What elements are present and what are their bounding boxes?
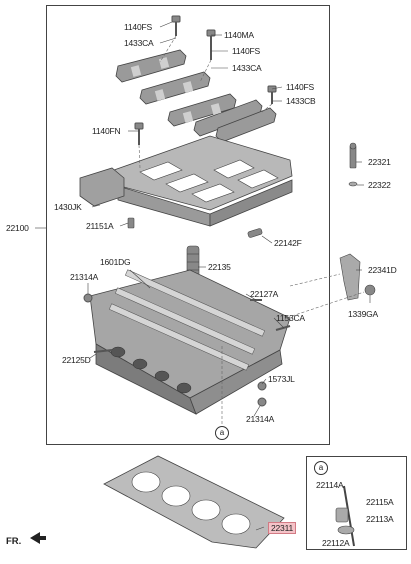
label-1601dg: 1601DG [100,257,131,267]
label-21314a-a: 21314A [70,272,99,282]
pin-22142f [247,228,263,238]
label-22114a: 22114A [316,480,344,490]
bracket-22341d [339,253,361,301]
bolt-1140ma [206,29,216,60]
plug-1339ga [364,284,376,296]
label-1140fs-b: 1140FS [232,46,260,56]
sensor-22321 [349,142,357,169]
bolt-1140fs-a [171,15,181,36]
bolt-21314a-b [257,397,267,407]
label-22322: 22322 [368,180,391,190]
label-22311-highlighted[interactable]: 22311 [268,522,297,534]
cam-cap-shading [130,57,222,123]
label-1573jl: 1573JL [268,374,295,384]
label-1339ga: 1339GA [348,309,378,319]
label-1430jk: 1430JK [54,202,82,212]
valve-detail-parts [335,485,355,547]
cam-carrier-left-bracket [79,167,125,207]
label-1433ca-b: 1433CA [232,63,262,73]
label-1140fs-a: 1140FS [124,22,152,32]
callout-a-main: a [215,426,229,440]
washer-22322 [348,181,358,187]
detail-box [306,456,407,550]
label-1140fs-c: 1140FS [286,82,314,92]
label-22321: 22321 [368,157,391,167]
bolt-22125d [93,349,113,353]
label-22127a: 22127A [250,289,279,299]
label-22135: 22135 [208,262,231,272]
bolt-1140fn [134,122,144,145]
cylinder-head-detail [108,269,266,371]
label-22112a: 22112A [322,538,350,548]
label-21151a: 21151A [86,221,114,231]
label-22100: 22100 [6,223,29,233]
label-1140ma: 1140MA [224,30,254,40]
label-1433cb: 1433CB [286,96,316,106]
dowel-21151a [127,217,135,229]
cam-carrier-frame [113,135,293,227]
gasket-bores [131,471,251,535]
label-22142f: 22142F [274,238,302,248]
label-1153ca: 1153CA [276,313,305,323]
label-1433ca-a: 1433CA [124,38,154,48]
label-22125d: 22125D [62,355,91,365]
exhaust-ports [110,346,192,394]
dashed-leaders [138,35,365,426]
bolt-1153ca [275,325,291,331]
bolt-21314a-a [83,293,93,303]
label-22115a: 22115A [366,497,394,507]
callout-a-detail: a [314,461,328,475]
leader-lines [35,21,371,531]
label-22341d: 22341D [368,265,397,275]
head-gasket-22311 [103,455,285,549]
label-1140fn: 1140FN [92,126,121,136]
label-21314a-b: 21314A [246,414,275,424]
front-indicator-label: FR. [6,536,22,547]
label-22113a: 22113A [366,514,394,524]
outer-frame [46,5,330,445]
bolt-1573jl [257,381,267,391]
cam-carrier-openings [139,159,279,203]
front-arrow-icon [30,532,46,544]
